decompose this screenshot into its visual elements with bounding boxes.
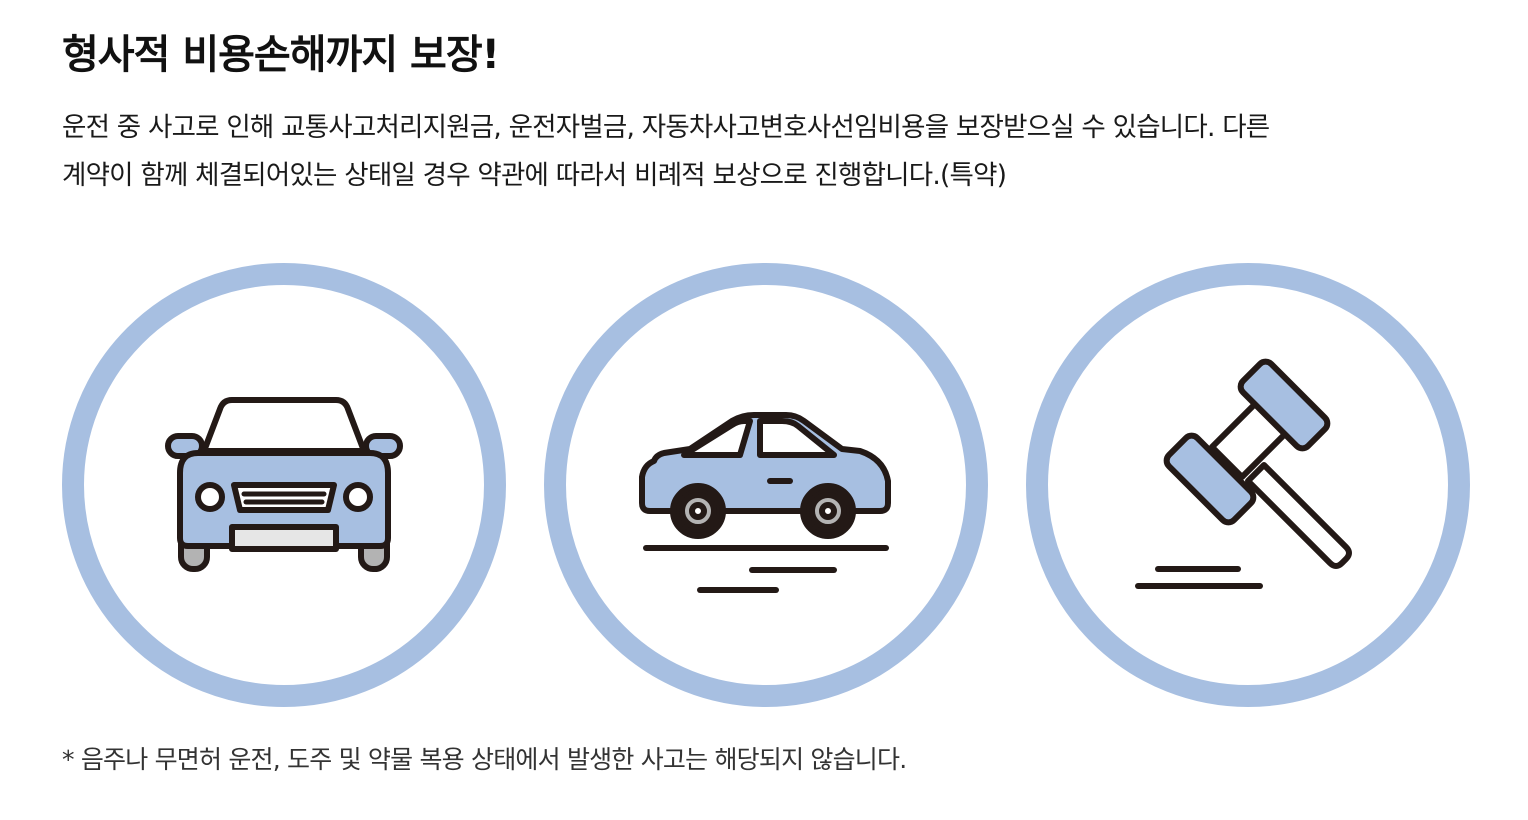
page-title: 형사적 비용손해까지 보장! — [62, 32, 500, 78]
description-line-2: 계약이 함께 체결되어있는 상태일 경우 약관에 따라서 비례적 보상으로 진행… — [62, 160, 1007, 191]
car-side-icon — [544, 263, 988, 707]
gavel-icon — [1026, 263, 1470, 707]
footnote-text: * 음주나 무면허 운전, 도주 및 약물 복용 상태에서 발생한 사고는 해당… — [62, 745, 907, 774]
car-front-icon — [62, 263, 506, 707]
description-line-1: 운전 중 사고로 인해 교통사고처리지원금, 운전자벌금, 자동차사고변호사선임… — [62, 112, 1270, 143]
description-text: 운전 중 사고로 인해 교통사고처리지원금, 운전자벌금, 자동차사고변호사선임… — [62, 104, 1472, 200]
